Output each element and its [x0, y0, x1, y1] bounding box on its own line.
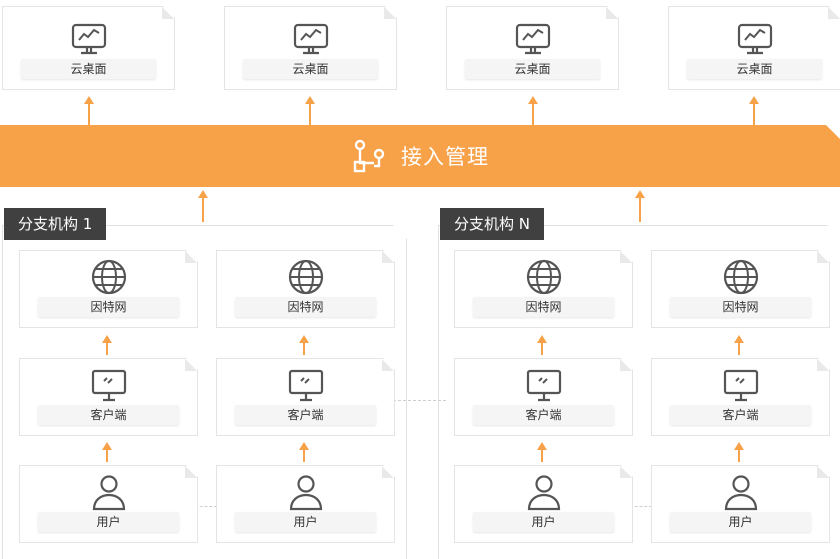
globe-icon: [286, 257, 326, 297]
user-icon: [286, 472, 326, 512]
dashed-connector: [388, 400, 446, 401]
internet-label: 因特网: [38, 297, 179, 317]
arrow-up: [733, 442, 745, 462]
monitor-chart-icon: [513, 19, 553, 59]
flow-icon: [353, 139, 385, 173]
arrow-up: [304, 96, 316, 125]
cloud-desktop-label: 云桌面: [687, 59, 822, 79]
user-card: 用户: [651, 465, 830, 543]
access-management-banner: 接入管理: [0, 125, 840, 187]
cloud-desktop-card-4: 云桌面: [668, 6, 840, 90]
arrow-up: [197, 190, 209, 222]
arrow-up: [733, 335, 745, 355]
arrow-up: [748, 96, 760, 125]
dashed-connector: [630, 506, 652, 507]
arrow-up: [527, 96, 539, 125]
dashed-connector: [195, 506, 217, 507]
user-icon: [524, 472, 564, 512]
internet-label: 因特网: [235, 297, 376, 317]
client-card: 客户端: [19, 358, 198, 436]
user-icon: [721, 472, 761, 512]
client-label: 客户端: [473, 405, 614, 425]
cloud-desktop-label: 云桌面: [243, 59, 378, 79]
desktop-icon: [286, 365, 326, 405]
arrow-up: [83, 96, 95, 125]
globe-icon: [721, 257, 761, 297]
cloud-desktop-card-1: 云桌面: [2, 6, 175, 90]
monitor-chart-icon: [291, 19, 331, 59]
arrow-up: [298, 335, 310, 355]
user-icon: [89, 472, 129, 512]
banner-title: 接入管理: [401, 145, 489, 169]
monitor-chart-icon: [735, 19, 775, 59]
arrow-up: [101, 442, 113, 462]
cloud-desktop-card-3: 云桌面: [446, 6, 619, 90]
client-card: 客户端: [454, 358, 633, 436]
user-card: 用户: [19, 465, 198, 543]
branch-tag-n: 分支机构 N: [440, 208, 544, 240]
client-label: 客户端: [38, 405, 179, 425]
user-label: 用户: [38, 512, 179, 532]
internet-card: 因特网: [651, 250, 830, 328]
client-label: 客户端: [670, 405, 811, 425]
user-card: 用户: [216, 465, 395, 543]
internet-card: 因特网: [216, 250, 395, 328]
arrow-up: [536, 442, 548, 462]
cloud-desktop-label: 云桌面: [21, 59, 156, 79]
internet-card: 因特网: [19, 250, 198, 328]
globe-icon: [524, 257, 564, 297]
cloud-desktop-card-2: 云桌面: [224, 6, 397, 90]
client-card: 客户端: [216, 358, 395, 436]
user-card: 用户: [454, 465, 633, 543]
client-label: 客户端: [235, 405, 376, 425]
arrow-up: [536, 335, 548, 355]
client-card: 客户端: [651, 358, 830, 436]
globe-icon: [89, 257, 129, 297]
internet-label: 因特网: [473, 297, 614, 317]
desktop-icon: [524, 365, 564, 405]
monitor-chart-icon: [69, 19, 109, 59]
arrow-up: [298, 442, 310, 462]
desktop-icon: [89, 365, 129, 405]
branch-tag-1: 分支机构 1: [4, 208, 107, 240]
desktop-icon: [721, 365, 761, 405]
cloud-desktop-label: 云桌面: [465, 59, 600, 79]
user-label: 用户: [473, 512, 614, 532]
arrow-up: [634, 190, 646, 222]
user-label: 用户: [235, 512, 376, 532]
user-label: 用户: [670, 512, 811, 532]
internet-card: 因特网: [454, 250, 633, 328]
arrow-up: [101, 335, 113, 355]
internet-label: 因特网: [670, 297, 811, 317]
